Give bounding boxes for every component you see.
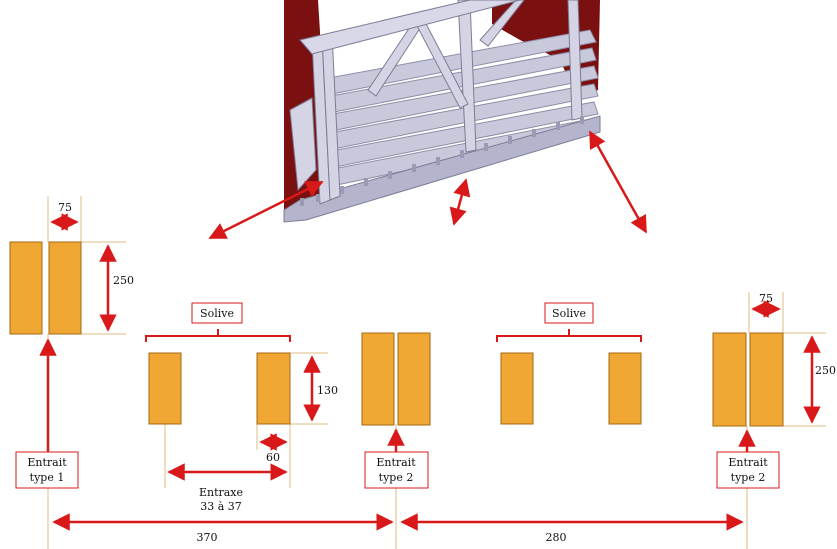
entrait-type2-b-piece-b	[749, 332, 784, 427]
entrait-type2-a-piece-b	[397, 332, 431, 426]
solive-1-piece-a	[148, 352, 182, 425]
frame-3d-render	[283, 0, 601, 223]
connector-arrows	[208, 130, 648, 240]
dim-width-right: 75	[759, 292, 773, 305]
entrait-2b-line-1: Entrait	[728, 456, 768, 469]
connector-arrow-middle	[449, 178, 471, 226]
dim-height-joist: 130	[317, 384, 338, 397]
dim-height-left: 250	[113, 274, 134, 287]
entrait-type2-b-piece-a	[712, 332, 747, 427]
entrait-type1-piece-b	[48, 241, 82, 335]
dim-height-right: 250	[815, 364, 836, 377]
pointer-arrows	[39, 338, 756, 452]
entrait-type2-a-piece-a	[361, 332, 395, 426]
connector-arrow-right	[588, 130, 648, 234]
dim-span-2: 280	[546, 531, 567, 544]
entrait-2a-line-2: type 2	[379, 471, 414, 484]
timber-sections	[9, 241, 784, 427]
dimension-arrows	[50, 213, 821, 531]
entrait-2a-line-1: Entrait	[376, 456, 416, 469]
entrait-1-line-1: Entrait	[27, 456, 67, 469]
entrait-2a-box	[364, 451, 429, 489]
entrait-2b-line-2: type 2	[731, 471, 766, 484]
entrait-type1-piece-a	[9, 241, 43, 335]
entrait-1-line-2: type 1	[30, 471, 65, 484]
solive-1-box	[191, 302, 243, 324]
solive-1-bracket	[145, 329, 291, 342]
solive-2-box	[544, 302, 594, 324]
dim-span-1: 370	[197, 531, 218, 544]
solive-brackets	[145, 329, 642, 342]
entraxe-line-1: Entraxe	[199, 486, 243, 499]
entraxe-line-2: 33 à 37	[200, 500, 242, 513]
dim-width-left: 75	[58, 201, 72, 214]
solive-2-piece-a	[500, 352, 534, 425]
entrait-2b-box	[716, 451, 780, 489]
solive-2-bracket	[496, 329, 642, 342]
solive-2-piece-b	[608, 352, 642, 425]
solive-1-piece-b	[256, 352, 291, 425]
connector-arrow-left	[208, 180, 324, 240]
dim-width-joist: 60	[266, 451, 280, 464]
solive-1-label: Solive	[200, 307, 234, 320]
entrait-1-box	[15, 451, 79, 489]
solive-2-label: Solive	[552, 307, 586, 320]
